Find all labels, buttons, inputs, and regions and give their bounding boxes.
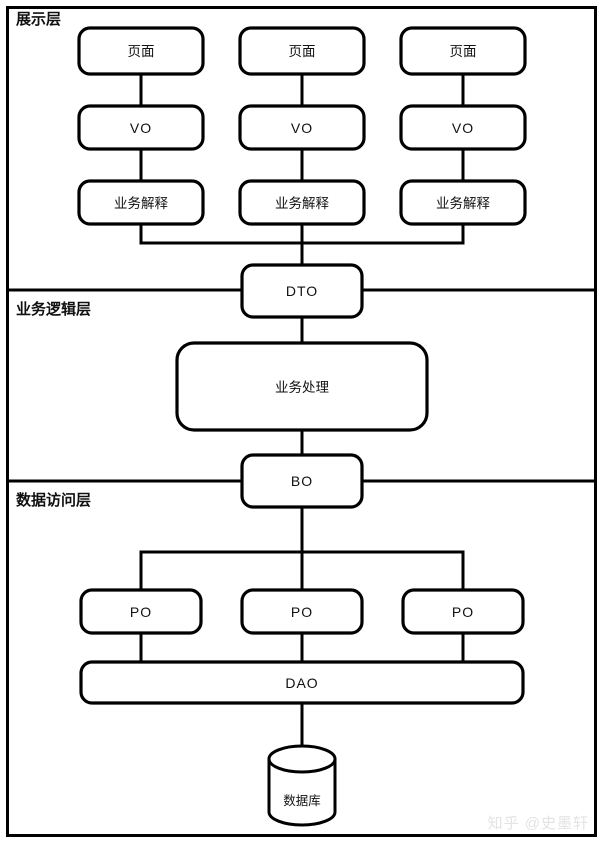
node-interpreter-2-box[interactable] bbox=[238, 179, 366, 226]
node-page-2[interactable]: 页面 bbox=[238, 26, 366, 76]
node-bo-box[interactable] bbox=[240, 453, 364, 509]
node-po-3-box[interactable] bbox=[401, 588, 525, 635]
node-po-3-label: PO bbox=[452, 604, 474, 620]
node-vo-2-box[interactable] bbox=[238, 104, 366, 151]
node-business-process-label: 业务处理 bbox=[275, 380, 329, 395]
node-bo-label: BO bbox=[291, 473, 313, 489]
node-page-2-label: 页面 bbox=[289, 44, 316, 59]
node-interpreter-1[interactable]: 业务解释 bbox=[77, 179, 205, 226]
node-po-2[interactable]: PO bbox=[240, 588, 364, 635]
node-interpreter-1-box[interactable] bbox=[77, 179, 205, 226]
node-interpreter-2[interactable]: 业务解释 bbox=[238, 179, 366, 226]
node-database-top[interactable] bbox=[267, 744, 337, 774]
node-page-1-box[interactable] bbox=[77, 26, 205, 76]
node-po-3[interactable]: PO bbox=[401, 588, 525, 635]
node-vo-2[interactable]: VO bbox=[238, 104, 366, 151]
node-dto[interactable]: DTO bbox=[240, 263, 364, 319]
diagram-outer-frame bbox=[6, 6, 597, 837]
node-po-2-label: PO bbox=[291, 604, 313, 620]
node-dao-box[interactable] bbox=[79, 660, 525, 705]
node-vo-3[interactable]: VO bbox=[399, 104, 527, 151]
node-business-process-box[interactable] bbox=[175, 341, 429, 432]
node-vo-1[interactable]: VO bbox=[77, 104, 205, 151]
node-interpreter-2-label: 业务解释 bbox=[275, 196, 329, 211]
node-vo-1-label: VO bbox=[130, 120, 152, 136]
node-page-3-label: 页面 bbox=[450, 44, 477, 59]
node-interpreter-3-box[interactable] bbox=[399, 179, 527, 226]
node-dao[interactable]: DAO bbox=[79, 660, 525, 705]
node-page-2-box[interactable] bbox=[238, 26, 366, 76]
node-po-1[interactable]: PO bbox=[79, 588, 203, 635]
node-interpreter-3[interactable]: 业务解释 bbox=[399, 179, 527, 226]
node-interpreter-3-label: 业务解释 bbox=[436, 196, 490, 211]
node-po-2-box[interactable] bbox=[240, 588, 364, 635]
node-po-1-label: PO bbox=[130, 604, 152, 620]
node-interpreter-1-label: 业务解释 bbox=[114, 196, 168, 211]
node-dto-box[interactable] bbox=[240, 263, 364, 319]
node-page-3[interactable]: 页面 bbox=[399, 26, 527, 76]
node-page-1-label: 页面 bbox=[128, 44, 155, 59]
node-business-process[interactable]: 业务处理 bbox=[175, 341, 429, 432]
node-bo[interactable]: BO bbox=[240, 453, 364, 509]
node-page-3-box[interactable] bbox=[399, 26, 527, 76]
node-dto-label: DTO bbox=[286, 283, 318, 299]
layer-label-data-access: 数据访问层 bbox=[16, 491, 91, 509]
node-database-body[interactable] bbox=[267, 757, 337, 827]
node-vo-3-label: VO bbox=[452, 120, 474, 136]
node-po-1-box[interactable] bbox=[79, 588, 203, 635]
node-page-1[interactable]: 页面 bbox=[77, 26, 205, 76]
watermark: 知乎 @史墨轩 bbox=[487, 815, 589, 832]
layer-label-presentation: 展示层 bbox=[16, 11, 61, 28]
node-vo-1-box[interactable] bbox=[77, 104, 205, 151]
node-vo-2-label: VO bbox=[291, 120, 313, 136]
layer-label-business-logic: 业务逻辑层 bbox=[16, 300, 91, 318]
node-vo-3-box[interactable] bbox=[399, 104, 527, 151]
node-database-label: 数据库 bbox=[283, 793, 321, 808]
node-database[interactable]: 数据库 bbox=[267, 744, 337, 827]
node-dao-label: DAO bbox=[285, 675, 318, 691]
